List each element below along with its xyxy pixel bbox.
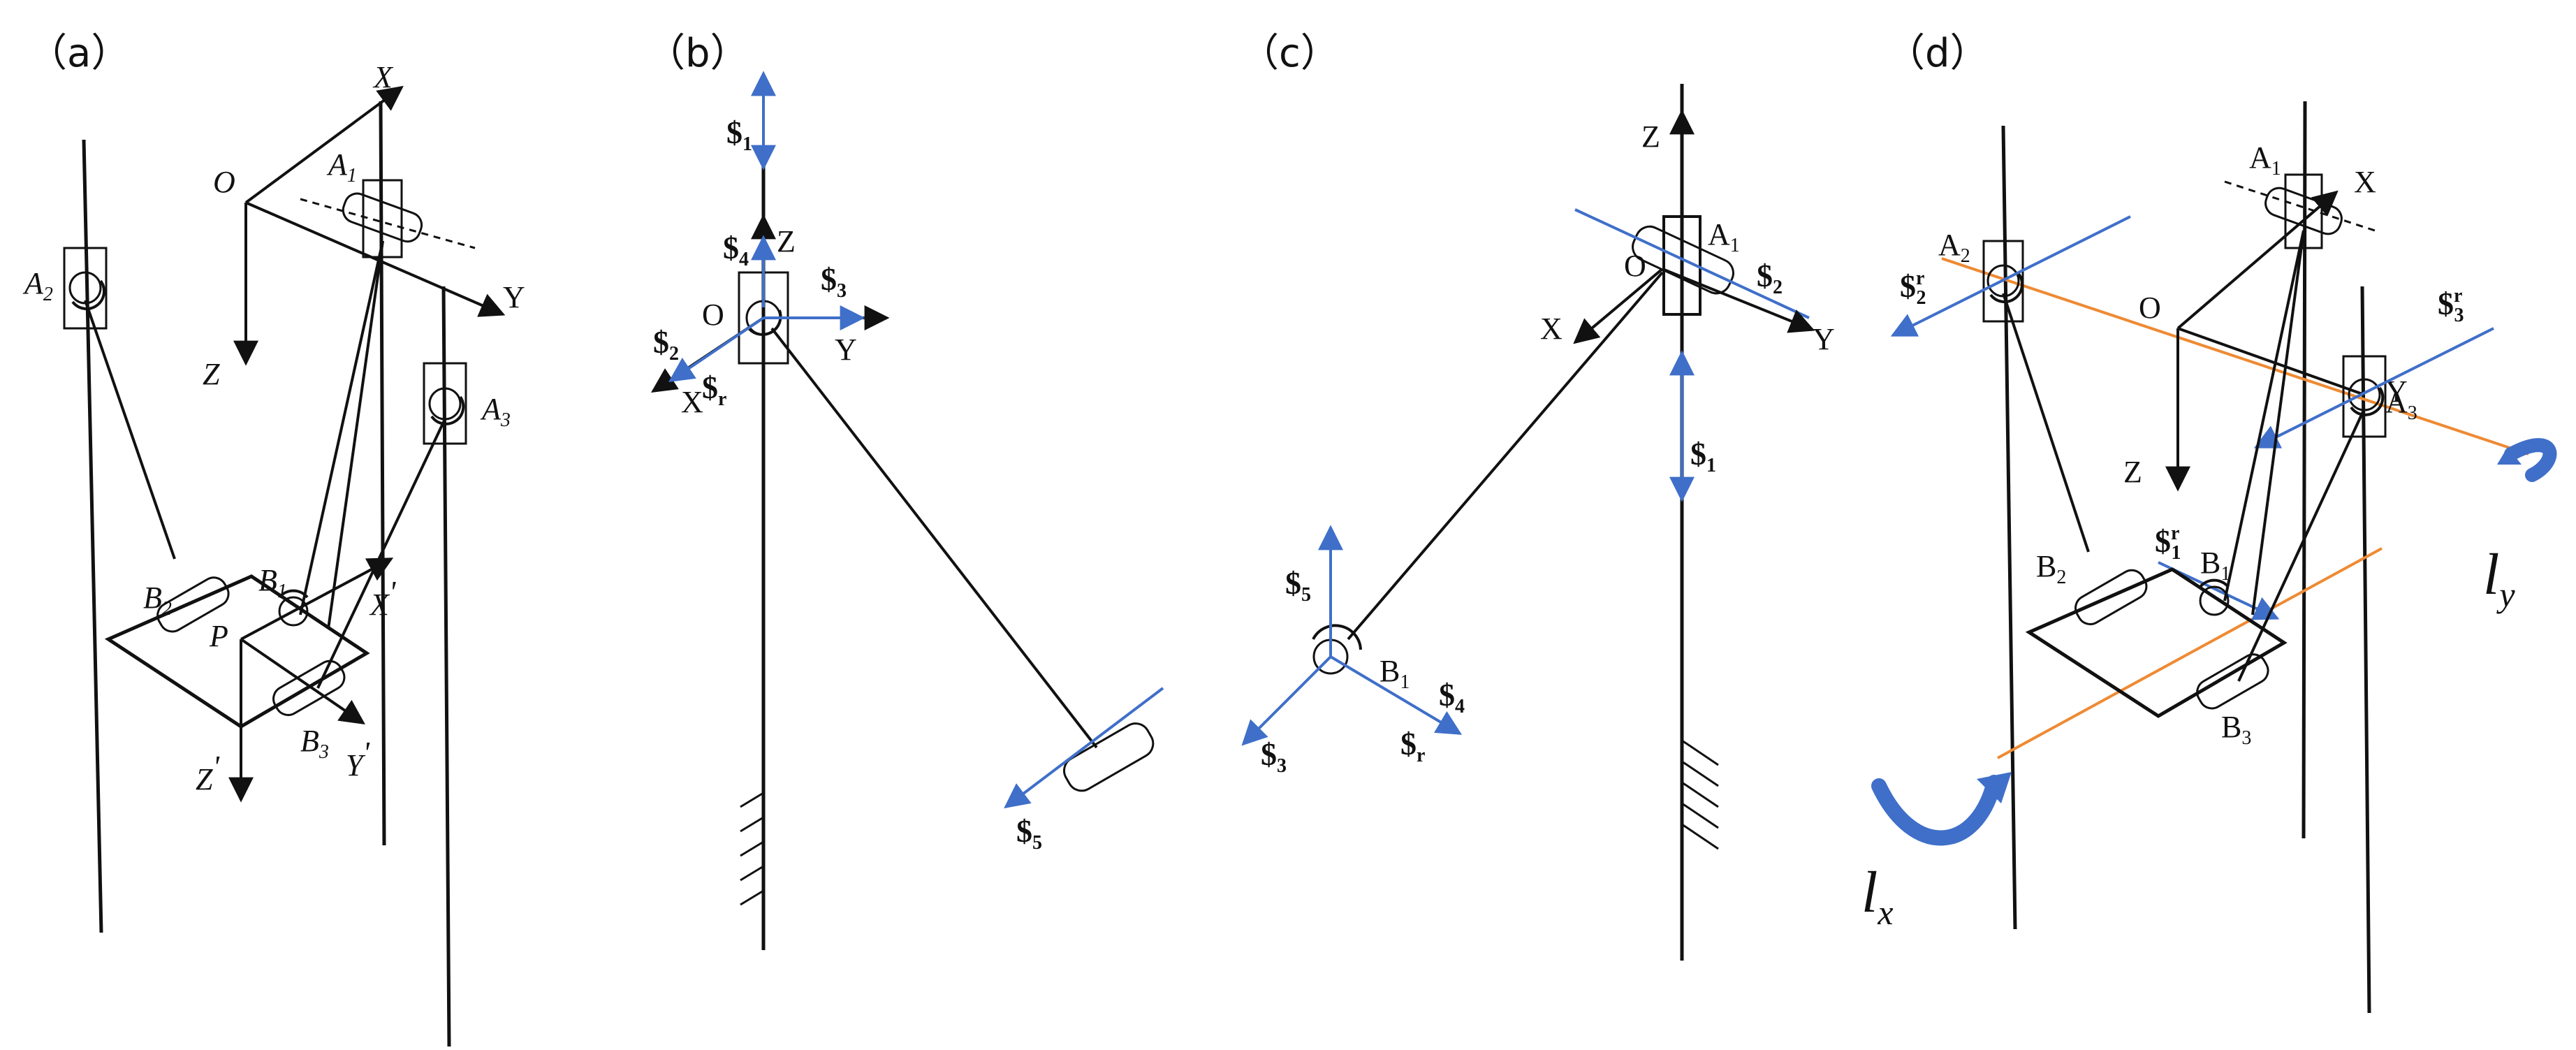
screw-s4-b: $4 xyxy=(723,230,749,270)
z-axis-label-b: Z xyxy=(777,224,796,258)
joint-b2-d: B2 xyxy=(2036,549,2148,625)
rail-a1 xyxy=(379,101,386,846)
joint-a3: A3 xyxy=(423,362,511,445)
screw-axis-s2-c xyxy=(1574,208,1810,319)
joint-b1: B1 xyxy=(258,563,309,627)
label-b1-c: B1 xyxy=(1380,654,1410,693)
screw-sr-c: $r xyxy=(1400,726,1425,766)
rotation-axis-ly xyxy=(1941,257,2529,455)
joint-b1-d: B1 xyxy=(2199,546,2230,616)
leg-a1-b1-2 xyxy=(327,240,384,629)
x-axis-label: X xyxy=(372,60,394,94)
rail-a2 xyxy=(82,139,103,933)
rotation-arrow-ly xyxy=(2504,438,2557,482)
x-axis-label-c: X xyxy=(1540,312,1563,346)
screw-s1-b: $1 xyxy=(726,115,752,155)
link-c xyxy=(1347,271,1664,641)
rail-d-a1 xyxy=(2301,101,2307,839)
frame-local-a: P X' Y' Z' xyxy=(196,557,397,803)
leg-a1-b1-1 xyxy=(299,240,384,615)
origin-d: O xyxy=(2139,291,2161,325)
joint-a2: A2 xyxy=(22,247,108,330)
panel-c: （c） Z O A1 X Y $2 $1 B1 $5 $ xyxy=(1240,31,1835,961)
joint-a1: A1 xyxy=(326,147,423,258)
x2-axis-label: X' xyxy=(369,575,397,622)
platform-p: P xyxy=(209,619,228,653)
constraint-s3r xyxy=(2253,327,2494,449)
label-b1-d: B1 xyxy=(2200,546,2230,585)
origin-o: O xyxy=(213,165,235,199)
constraint-s2r xyxy=(1890,215,2131,337)
y-axis-label-c: Y xyxy=(1813,322,1835,356)
label-b2-d: B2 xyxy=(2036,549,2066,588)
label-a1-c: A1 xyxy=(1708,217,1740,256)
label-b1: B1 xyxy=(258,563,287,602)
screw-s3-c: $3 xyxy=(1261,736,1287,777)
screw-s3-b: $3 xyxy=(821,261,847,302)
rotation-axis-lx xyxy=(1997,547,2383,759)
slider-c xyxy=(1662,215,1702,316)
moving-platform-d xyxy=(2025,567,2288,718)
x-axis-label-b: X xyxy=(681,385,703,419)
label-a2-d: A2 xyxy=(1938,228,1970,267)
x-axis-label-d: X xyxy=(2354,165,2376,199)
leg-a3-b3 xyxy=(316,418,446,689)
screw-s2-c: $2 xyxy=(1757,258,1783,298)
panel-b: （b） O Z Y X $1 $4 $3 $2 $r xyxy=(646,31,1164,950)
label-b3: B3 xyxy=(300,724,329,763)
screw-s5-c: $5 xyxy=(1285,565,1311,606)
panel-c-label: （c） xyxy=(1240,31,1340,76)
z-axis-label-d: Z xyxy=(2123,455,2142,489)
joint-b3: B3 xyxy=(272,659,346,763)
rail-d-a3 xyxy=(2360,286,2371,1014)
joint-b2: B2 xyxy=(143,576,230,633)
joint-a3-d: A3 xyxy=(2342,355,2417,438)
y2-axis-label: Y' xyxy=(346,736,370,782)
label-b3-d: B3 xyxy=(2221,710,2251,749)
z2-axis-label: Z' xyxy=(196,750,220,796)
label-a2: A2 xyxy=(22,266,53,305)
z-axis-label: Z xyxy=(203,357,220,391)
joint-a2-d: A2 xyxy=(1938,228,2024,323)
y-axis-label: Y xyxy=(503,280,525,314)
joint-a1-d: A1 xyxy=(2249,140,2343,249)
z-axis-label-c: Z xyxy=(1641,119,1660,154)
moving-platform-a xyxy=(104,574,370,729)
screw-s2-b: $2 xyxy=(653,324,679,365)
screw-s5-b: $5 xyxy=(1016,813,1042,854)
panel-b-label: （b） xyxy=(646,31,749,76)
ground-hatch-c xyxy=(1681,739,1719,850)
link-b xyxy=(770,327,1098,749)
ground-hatch-b xyxy=(740,792,764,906)
label-b2: B2 xyxy=(143,581,172,620)
label-lx: lx xyxy=(1861,860,1894,932)
panel-a-label: （a） xyxy=(28,31,130,76)
panel-a: （a） O X Y Z A1 A2 xyxy=(22,31,525,1047)
label-ly: ly xyxy=(2483,542,2515,614)
panel-d-label: （d） xyxy=(1886,31,1989,76)
label-a1: A1 xyxy=(326,147,357,187)
rail-a3 xyxy=(441,286,451,1047)
y-axis-label-b: Y xyxy=(835,333,857,367)
rail-d-a2 xyxy=(2001,125,2017,930)
label-a3: A3 xyxy=(480,392,511,431)
panel-d: （d） O X Y Z A1 A2 xyxy=(1861,31,2557,1014)
joint-b3-d: B3 xyxy=(2196,653,2269,749)
origin-c: O xyxy=(1624,249,1646,283)
screw-sr-b: $r xyxy=(702,370,726,410)
origin-b: O xyxy=(702,298,724,332)
screw-s4-c: $4 xyxy=(1439,677,1465,717)
screw-s1-c: $1 xyxy=(1690,436,1716,476)
leg-a2-b2 xyxy=(84,300,176,560)
label-a3-d: A3 xyxy=(2385,385,2417,424)
frame-global-a: O X Y Z xyxy=(203,60,525,391)
label-a1-d: A1 xyxy=(2249,140,2281,180)
cylinder-joint-b xyxy=(1063,722,1155,792)
rotation-arrow-lx xyxy=(1871,775,2002,846)
